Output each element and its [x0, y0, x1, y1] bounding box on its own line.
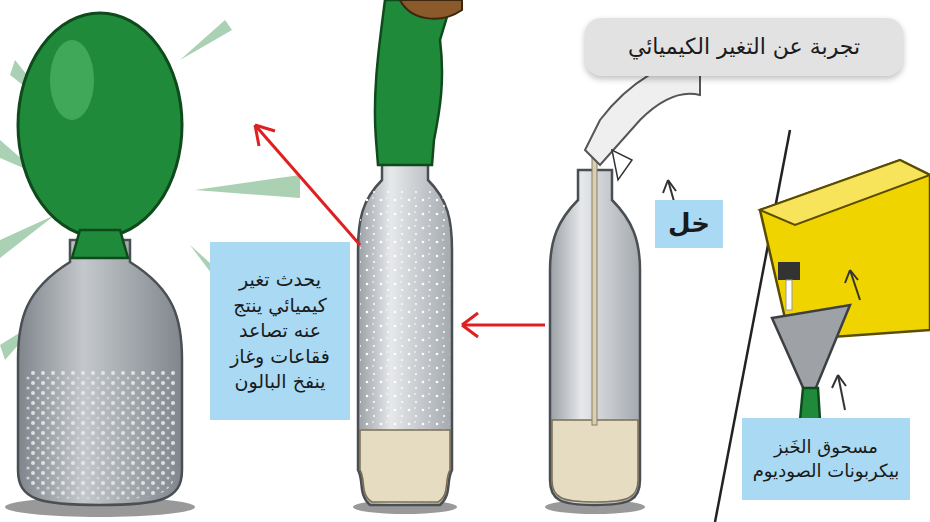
title-box: تجربة عن التغير الكيميائي: [585, 18, 903, 76]
liquid: [552, 420, 638, 502]
bottle: [358, 155, 452, 505]
title: تجربة عن التغير الكيميائي: [593, 32, 895, 62]
liquid: [360, 430, 450, 502]
balloon: [375, 0, 452, 165]
description-box: يحدث تغير كيميائي ينتج عنه تصاعد فقاعات …: [210, 242, 350, 420]
hand: [400, 0, 462, 19]
label-text: خل: [663, 206, 715, 241]
label-box: خل: [655, 200, 723, 248]
label-text: مسحوق الخَبز بيكربونات الصوديوم: [750, 435, 902, 484]
bottle: [18, 240, 182, 505]
balloon: [18, 13, 182, 237]
label-text: يحدث تغير كيميائي ينتج عنه تصاعد فقاعات …: [218, 267, 342, 395]
label-box: مسحوق الخَبز بيكربونات الصوديوم: [742, 418, 910, 500]
